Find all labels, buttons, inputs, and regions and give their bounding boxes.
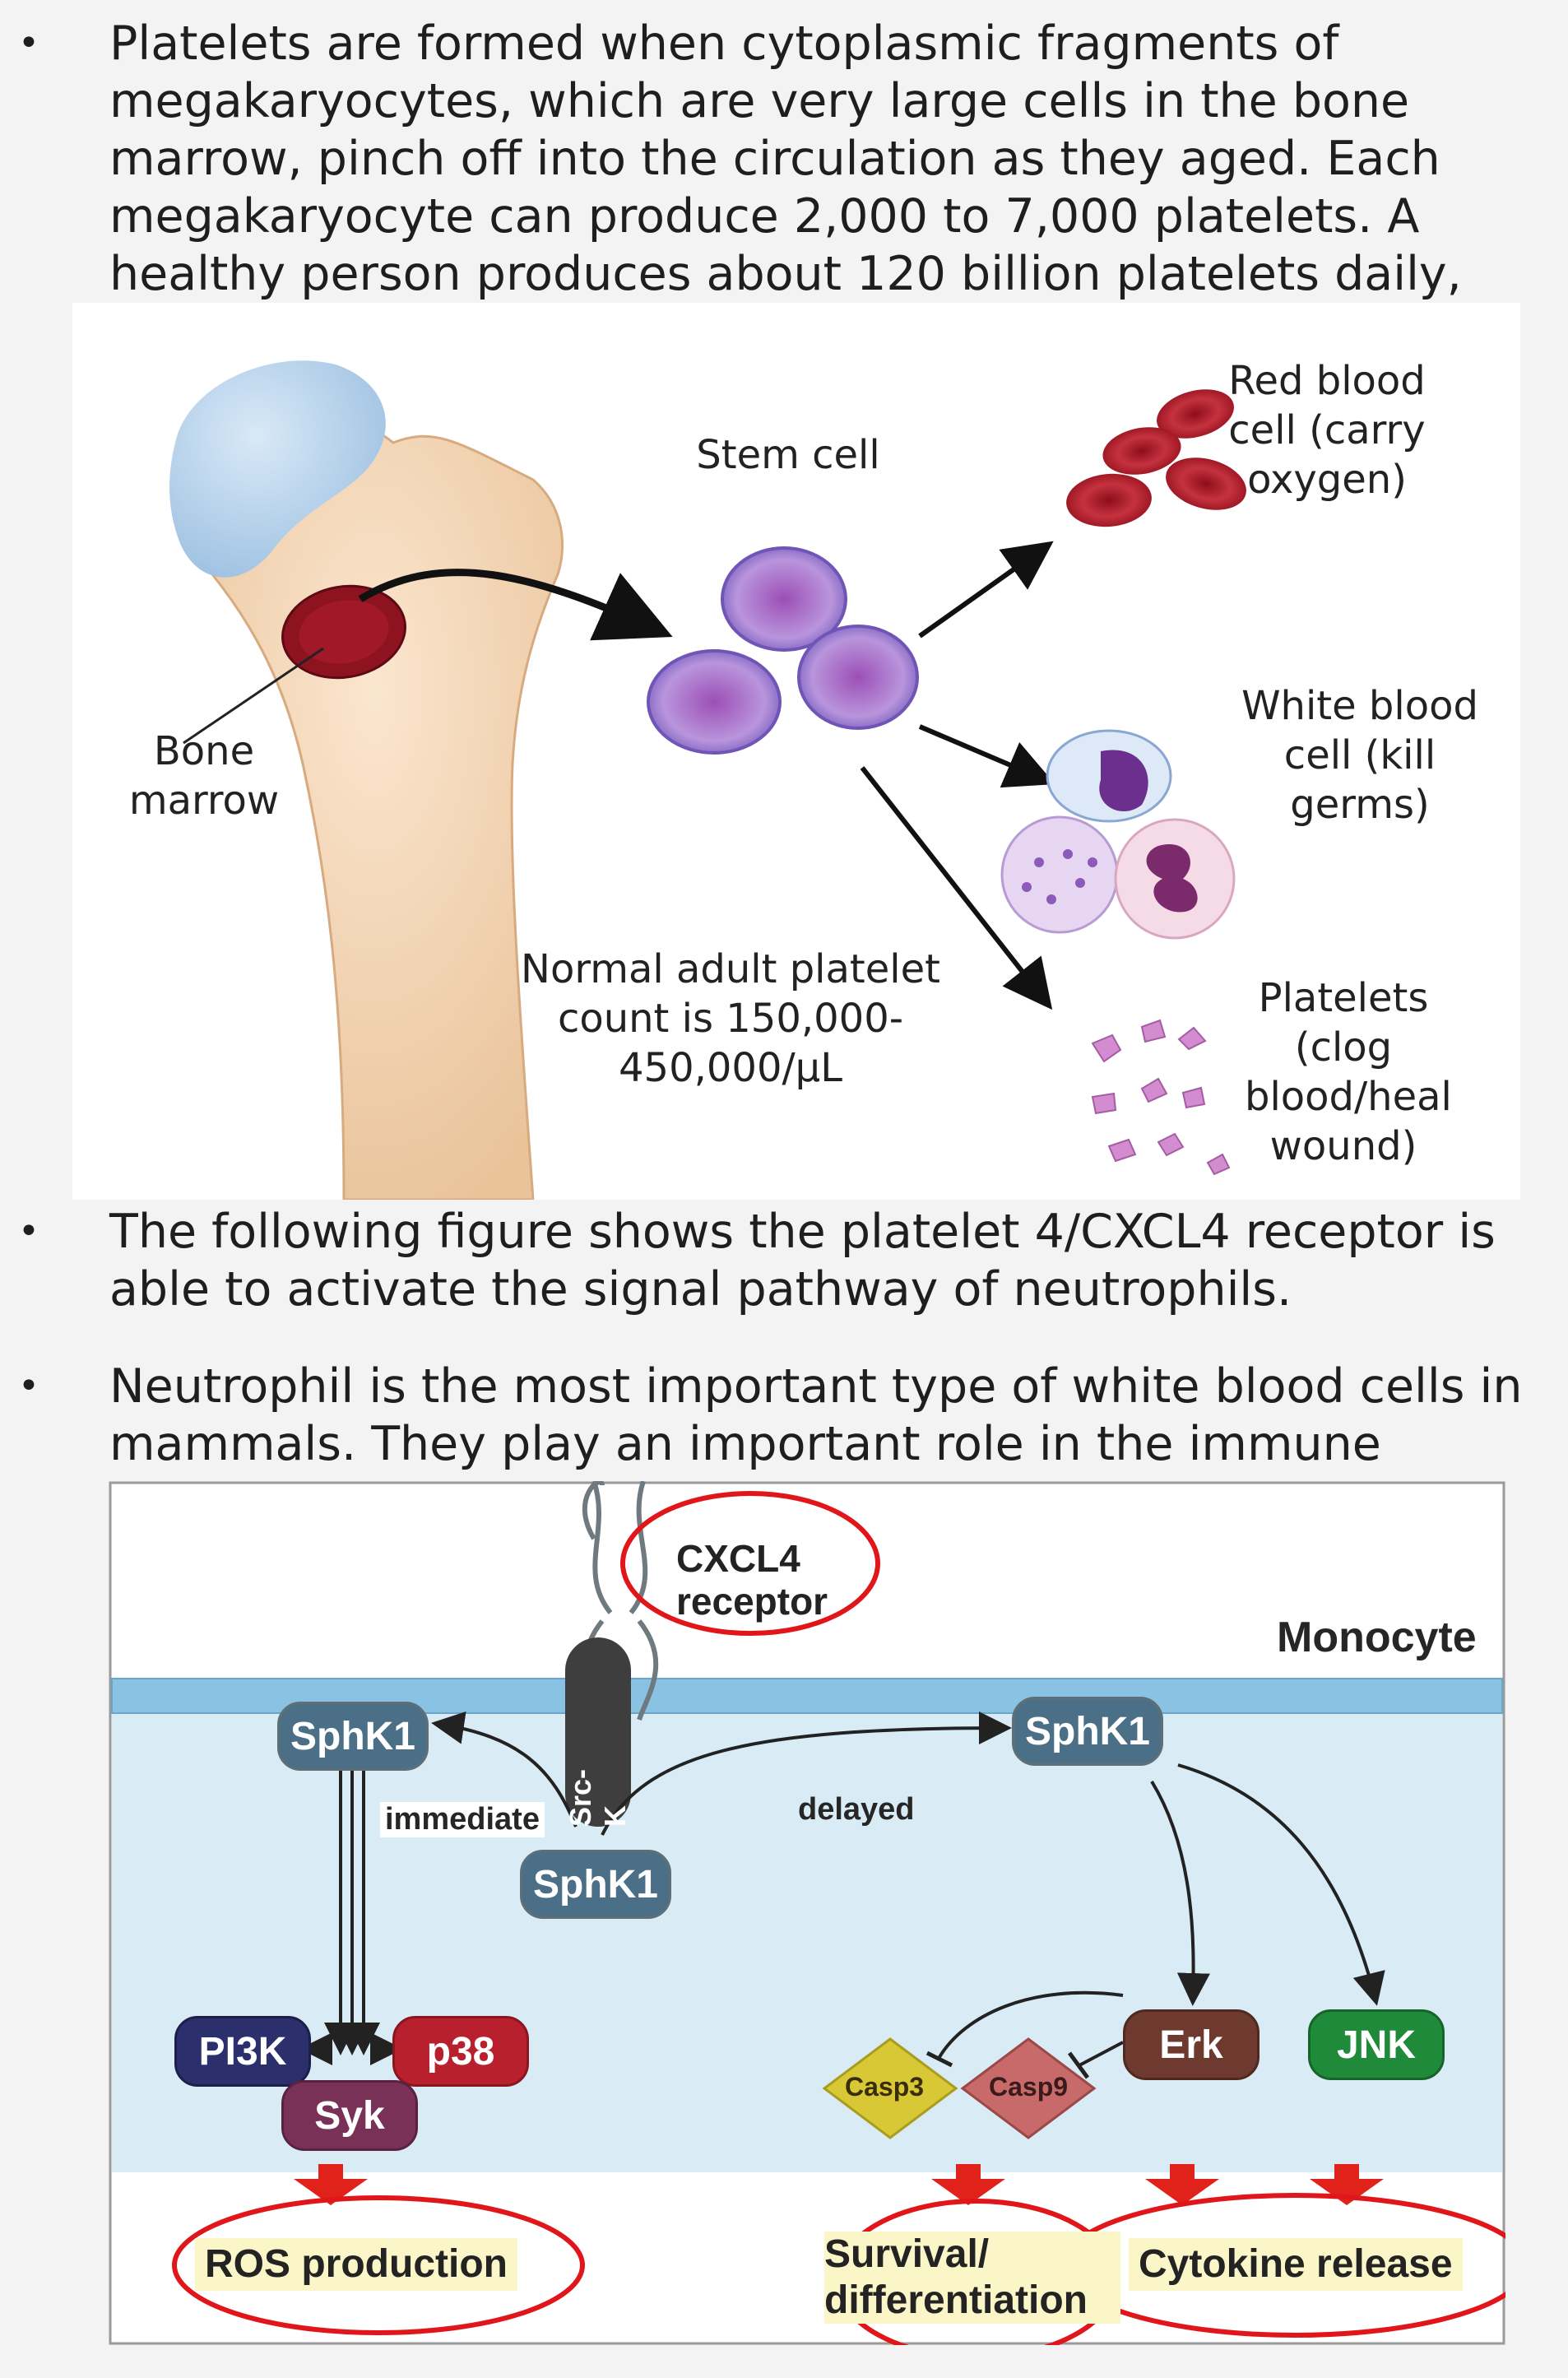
stem-cell	[647, 649, 782, 755]
marrow-to-stem-arrow	[358, 569, 673, 641]
monocyte-label: Monocyte	[1277, 1614, 1477, 1661]
src-k-kinase	[565, 1637, 631, 1827]
white-blood-cell-label: White blood cell (kill germs)	[1241, 683, 1478, 828]
casp3-label: Casp3	[845, 2072, 925, 2102]
stem-cell-label: Stem cell	[696, 432, 880, 478]
platelets	[1091, 1019, 1231, 1176]
syk-node: Syk	[281, 2080, 418, 2151]
bullet-marker: •	[18, 1365, 39, 1407]
src-k-label: Src-K	[564, 1768, 632, 1827]
arrow-to-platelets	[860, 766, 1053, 1010]
cxcl4-receptor-strand	[591, 1481, 613, 1614]
white-blood-cells	[1000, 729, 1236, 940]
cytokine-release-label: Cytokine release	[1129, 2238, 1463, 2291]
jnk-node: JNK	[1308, 2009, 1445, 2080]
bullet-marker: •	[18, 1210, 39, 1252]
sphk1-center: SphK1	[520, 1850, 671, 1919]
erk-node: Erk	[1123, 2009, 1260, 2080]
outcome-arrows	[294, 2164, 1384, 2205]
survival-differentiation-label: Survival/ differentiation	[824, 2232, 1120, 2324]
stem-cell	[797, 625, 919, 730]
arrow-to-white-cells	[918, 724, 1055, 788]
stem-cell	[721, 546, 847, 652]
platelets-label: Platelets (clog blood/heal wound)	[1245, 975, 1452, 1169]
casp9-diamond	[960, 2037, 1097, 2139]
bullet-text: Platelets are formed when cytoplasmic fr…	[109, 16, 1462, 359]
casp3-diamond	[822, 2037, 958, 2139]
p38-node: p38	[392, 2016, 529, 2087]
casp9-label: Casp9	[989, 2072, 1069, 2102]
arrow-to-red-cells	[918, 541, 1054, 639]
cxcl4-receptor-label: CXCL4 receptor	[676, 1537, 828, 1623]
bullet-text: Neutrophil is the most important type of…	[109, 1359, 1523, 1529]
pi3k-node: PI3K	[174, 2016, 311, 2087]
platelet-count-label: Normal adult platelet count is 150,000-4…	[521, 946, 940, 1091]
bullet-marker: •	[18, 22, 39, 64]
bone-illustration	[169, 360, 564, 1200]
bone-marrow-label: Bone marrow	[128, 728, 280, 824]
blood-cell-formation-figure: Stem cell Bone marrow Normal adult plate…	[72, 303, 1520, 1200]
delayed-label: delayed	[798, 1792, 915, 1827]
signaling-pathway-figure: CXCL4 receptor Monocyte Src-K immediate …	[109, 1481, 1505, 2345]
red-blood-cell-label: Red blood cell (carry oxygen)	[1228, 358, 1426, 503]
red-blood-cells	[1066, 389, 1246, 527]
stem-cells	[647, 546, 919, 755]
bullet-text: The following figure shows the platelet …	[109, 1205, 1496, 1317]
ros-production-label: ROS production	[195, 2238, 517, 2291]
immediate-label: immediate	[380, 1802, 545, 1837]
sphk1-left: SphK1	[277, 1702, 429, 1771]
sphk1-right: SphK1	[1012, 1697, 1163, 1766]
